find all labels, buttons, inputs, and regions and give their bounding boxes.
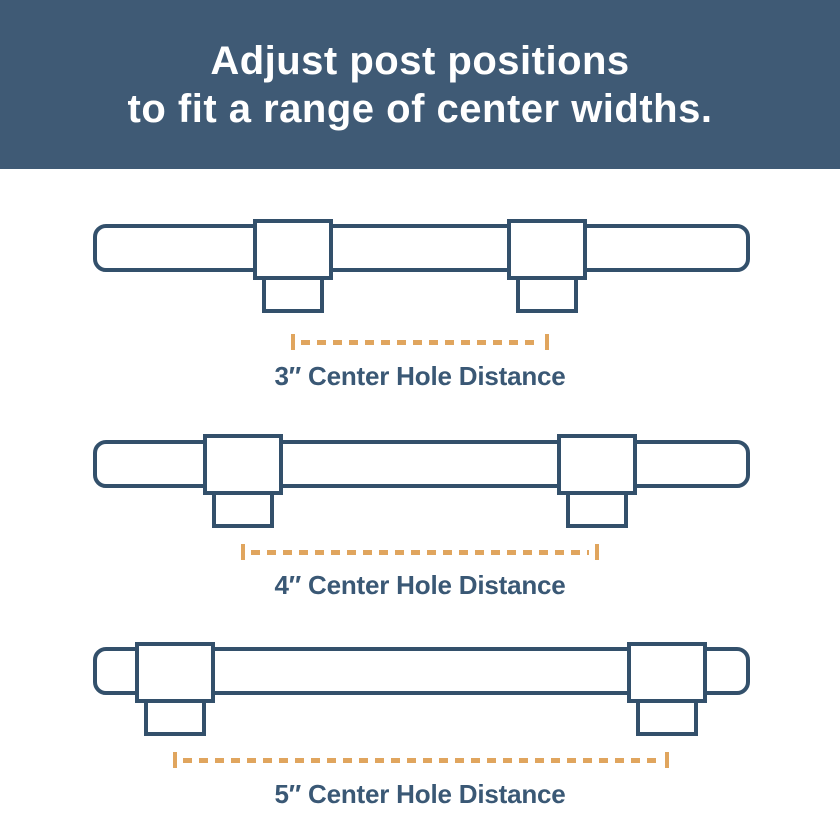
right-post bbox=[557, 434, 637, 495]
left-screw-base bbox=[262, 276, 324, 313]
measure-tick-right bbox=[595, 544, 599, 560]
measure-label: 4″ Center Hole Distance bbox=[274, 570, 566, 600]
page-title-line-2: to fit a range of center widths. bbox=[127, 87, 713, 131]
measure-tick-left bbox=[291, 334, 295, 350]
left-post bbox=[135, 642, 215, 703]
right-post bbox=[507, 219, 587, 280]
measure-dashed-line bbox=[183, 758, 659, 763]
right-post bbox=[627, 642, 707, 703]
page-title-line-1: Adjust post positions bbox=[210, 39, 630, 83]
pull-bar bbox=[93, 440, 750, 488]
pull-bar bbox=[93, 224, 750, 272]
left-post bbox=[253, 219, 333, 280]
measure-tick-right bbox=[545, 334, 549, 350]
page-title: Adjust post positions to fit a range of … bbox=[0, 0, 840, 133]
measure-dashed-line bbox=[301, 340, 539, 345]
left-screw-base bbox=[212, 491, 274, 528]
left-screw-base bbox=[144, 699, 206, 736]
right-screw-base bbox=[566, 491, 628, 528]
measure-label: 5″ Center Hole Distance bbox=[274, 779, 566, 809]
measure-label: 3″ Center Hole Distance bbox=[274, 361, 566, 391]
left-post bbox=[203, 434, 283, 495]
measure-dashed-line bbox=[251, 550, 589, 555]
measure-tick-left bbox=[241, 544, 245, 560]
right-screw-base bbox=[516, 276, 578, 313]
measure-tick-right bbox=[665, 752, 669, 768]
right-screw-base bbox=[636, 699, 698, 736]
measure-tick-left bbox=[173, 752, 177, 768]
header-banner: Adjust post positions to fit a range of … bbox=[0, 0, 840, 169]
